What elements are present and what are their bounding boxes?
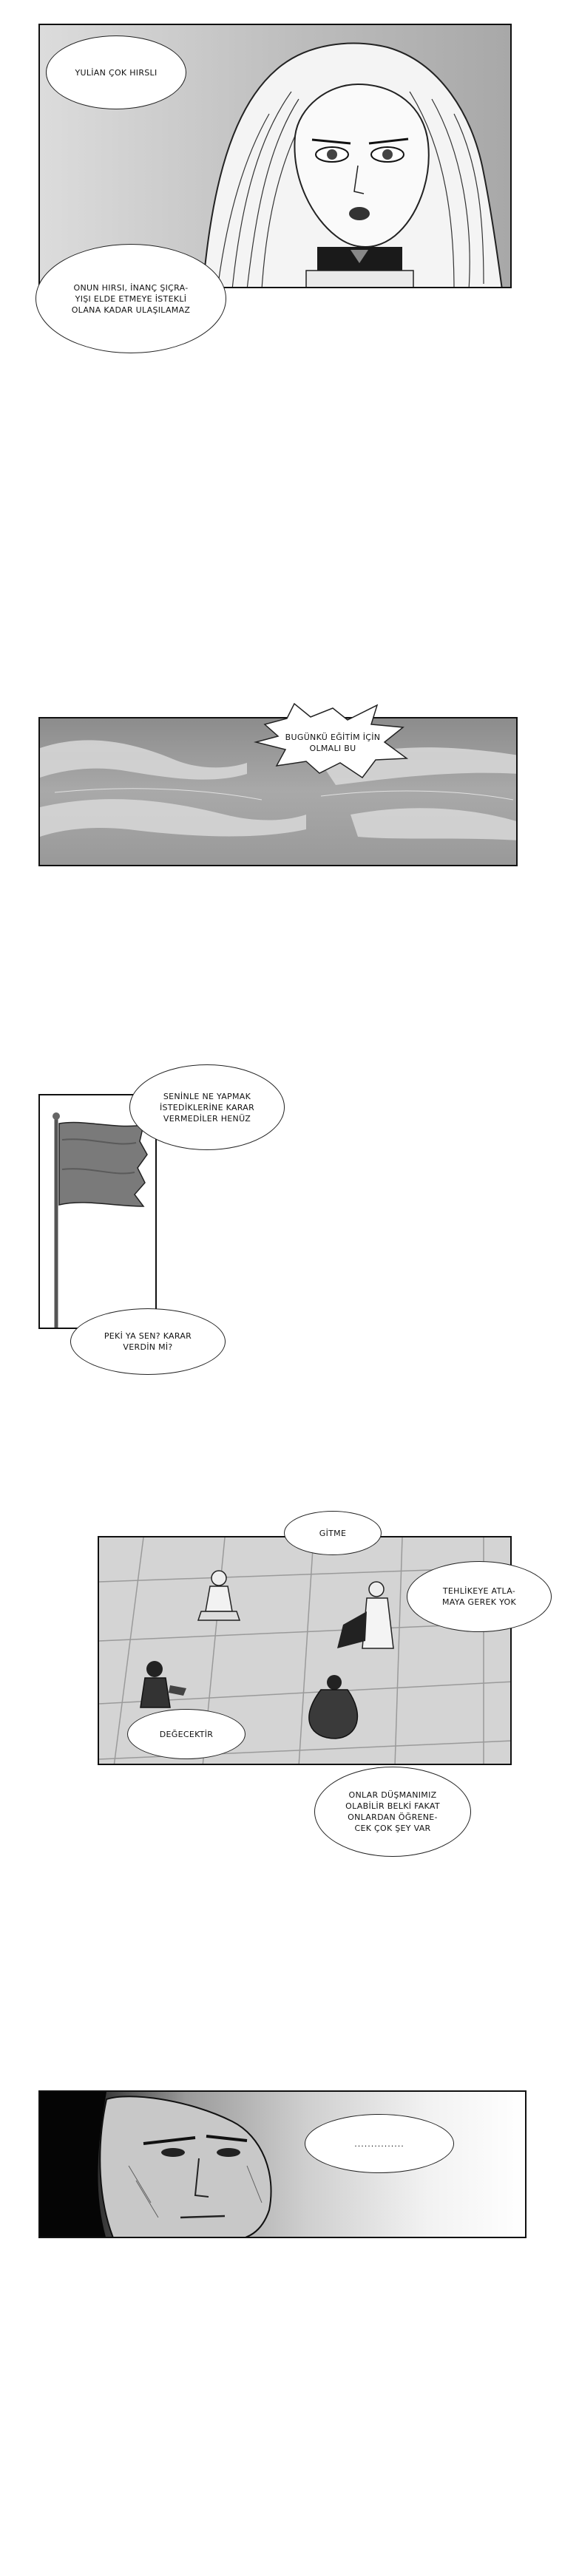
speech-bubble-did-you-decide: PEKİ YA SEN? KARAR VERDİN Mİ? (70, 1308, 226, 1375)
man-illustration (40, 2092, 272, 2237)
bubble-text: ONLAR DÜŞMANIMIZ OLABİLİR BELKİ FAKAT ON… (345, 1790, 440, 1833)
robed-figure (308, 1675, 359, 1739)
speech-bubble-dont-go: GİTME (284, 1511, 382, 1555)
panel-man-closeup (38, 2090, 527, 2238)
flag-illustration (53, 1112, 148, 1328)
bubble-text: YULİAN ÇOK HIRSLI (75, 67, 158, 78)
speech-bubble-no-need-danger: TEHLİKEYE ATLA- MAYA GEREK YOK (407, 1561, 552, 1632)
standing-figure (337, 1581, 394, 1649)
bubble-text: ONUN HIRSI, İNANÇ ŞIÇRA- YIŞI ELDE ETMEY… (71, 282, 191, 315)
burst-shape (254, 702, 409, 779)
woman-illustration (202, 42, 503, 287)
burst-bubble-today-training: BUGÜNKÜ EĞİTİM İÇİN OLMALI BU (251, 698, 414, 785)
speech-bubble-much-to-learn: ONLAR DÜŞMANIMIZ OLABİLİR BELKİ FAKAT ON… (314, 1767, 471, 1857)
bubble-text: TEHLİKEYE ATLA- MAYA GEREK YOK (441, 1586, 516, 1607)
speech-bubble-yulian-ambitious: YULİAN ÇOK HIRSLI (46, 35, 186, 109)
bubble-text: DEĞECEKTİR (159, 1729, 214, 1739)
bubble-text: PEKİ YA SEN? KARAR VERDİN Mİ? (104, 1331, 192, 1352)
bubble-text: GİTME (319, 1528, 347, 1538)
speech-bubble-worth-it: DEĞECEKTİR (127, 1709, 246, 1759)
seated-figure-1 (197, 1570, 241, 1621)
bubble-text: ............... (354, 2138, 404, 2149)
burst-text: BUGÜNKÜ EĞİTİM İÇİN OLMALI BU (285, 733, 381, 753)
bubble-text: SENİNLE NE YAPMAK İSTEDİKLERİNE KARAR VE… (159, 1091, 255, 1124)
panel-flag (38, 1094, 157, 1329)
speech-bubble-ellipsis: ............... (305, 2114, 454, 2173)
speech-bubble-ambition-unreachable: ONUN HIRSI, İNANÇ ŞIÇRA- YIŞI ELDE ETMEY… (35, 244, 226, 353)
speech-bubble-not-decided: SENİNLE NE YAPMAK İSTEDİKLERİNE KARAR VE… (129, 1064, 285, 1150)
seated-figure-2 (140, 1661, 186, 1708)
panel-cloudy-sky (38, 717, 518, 866)
